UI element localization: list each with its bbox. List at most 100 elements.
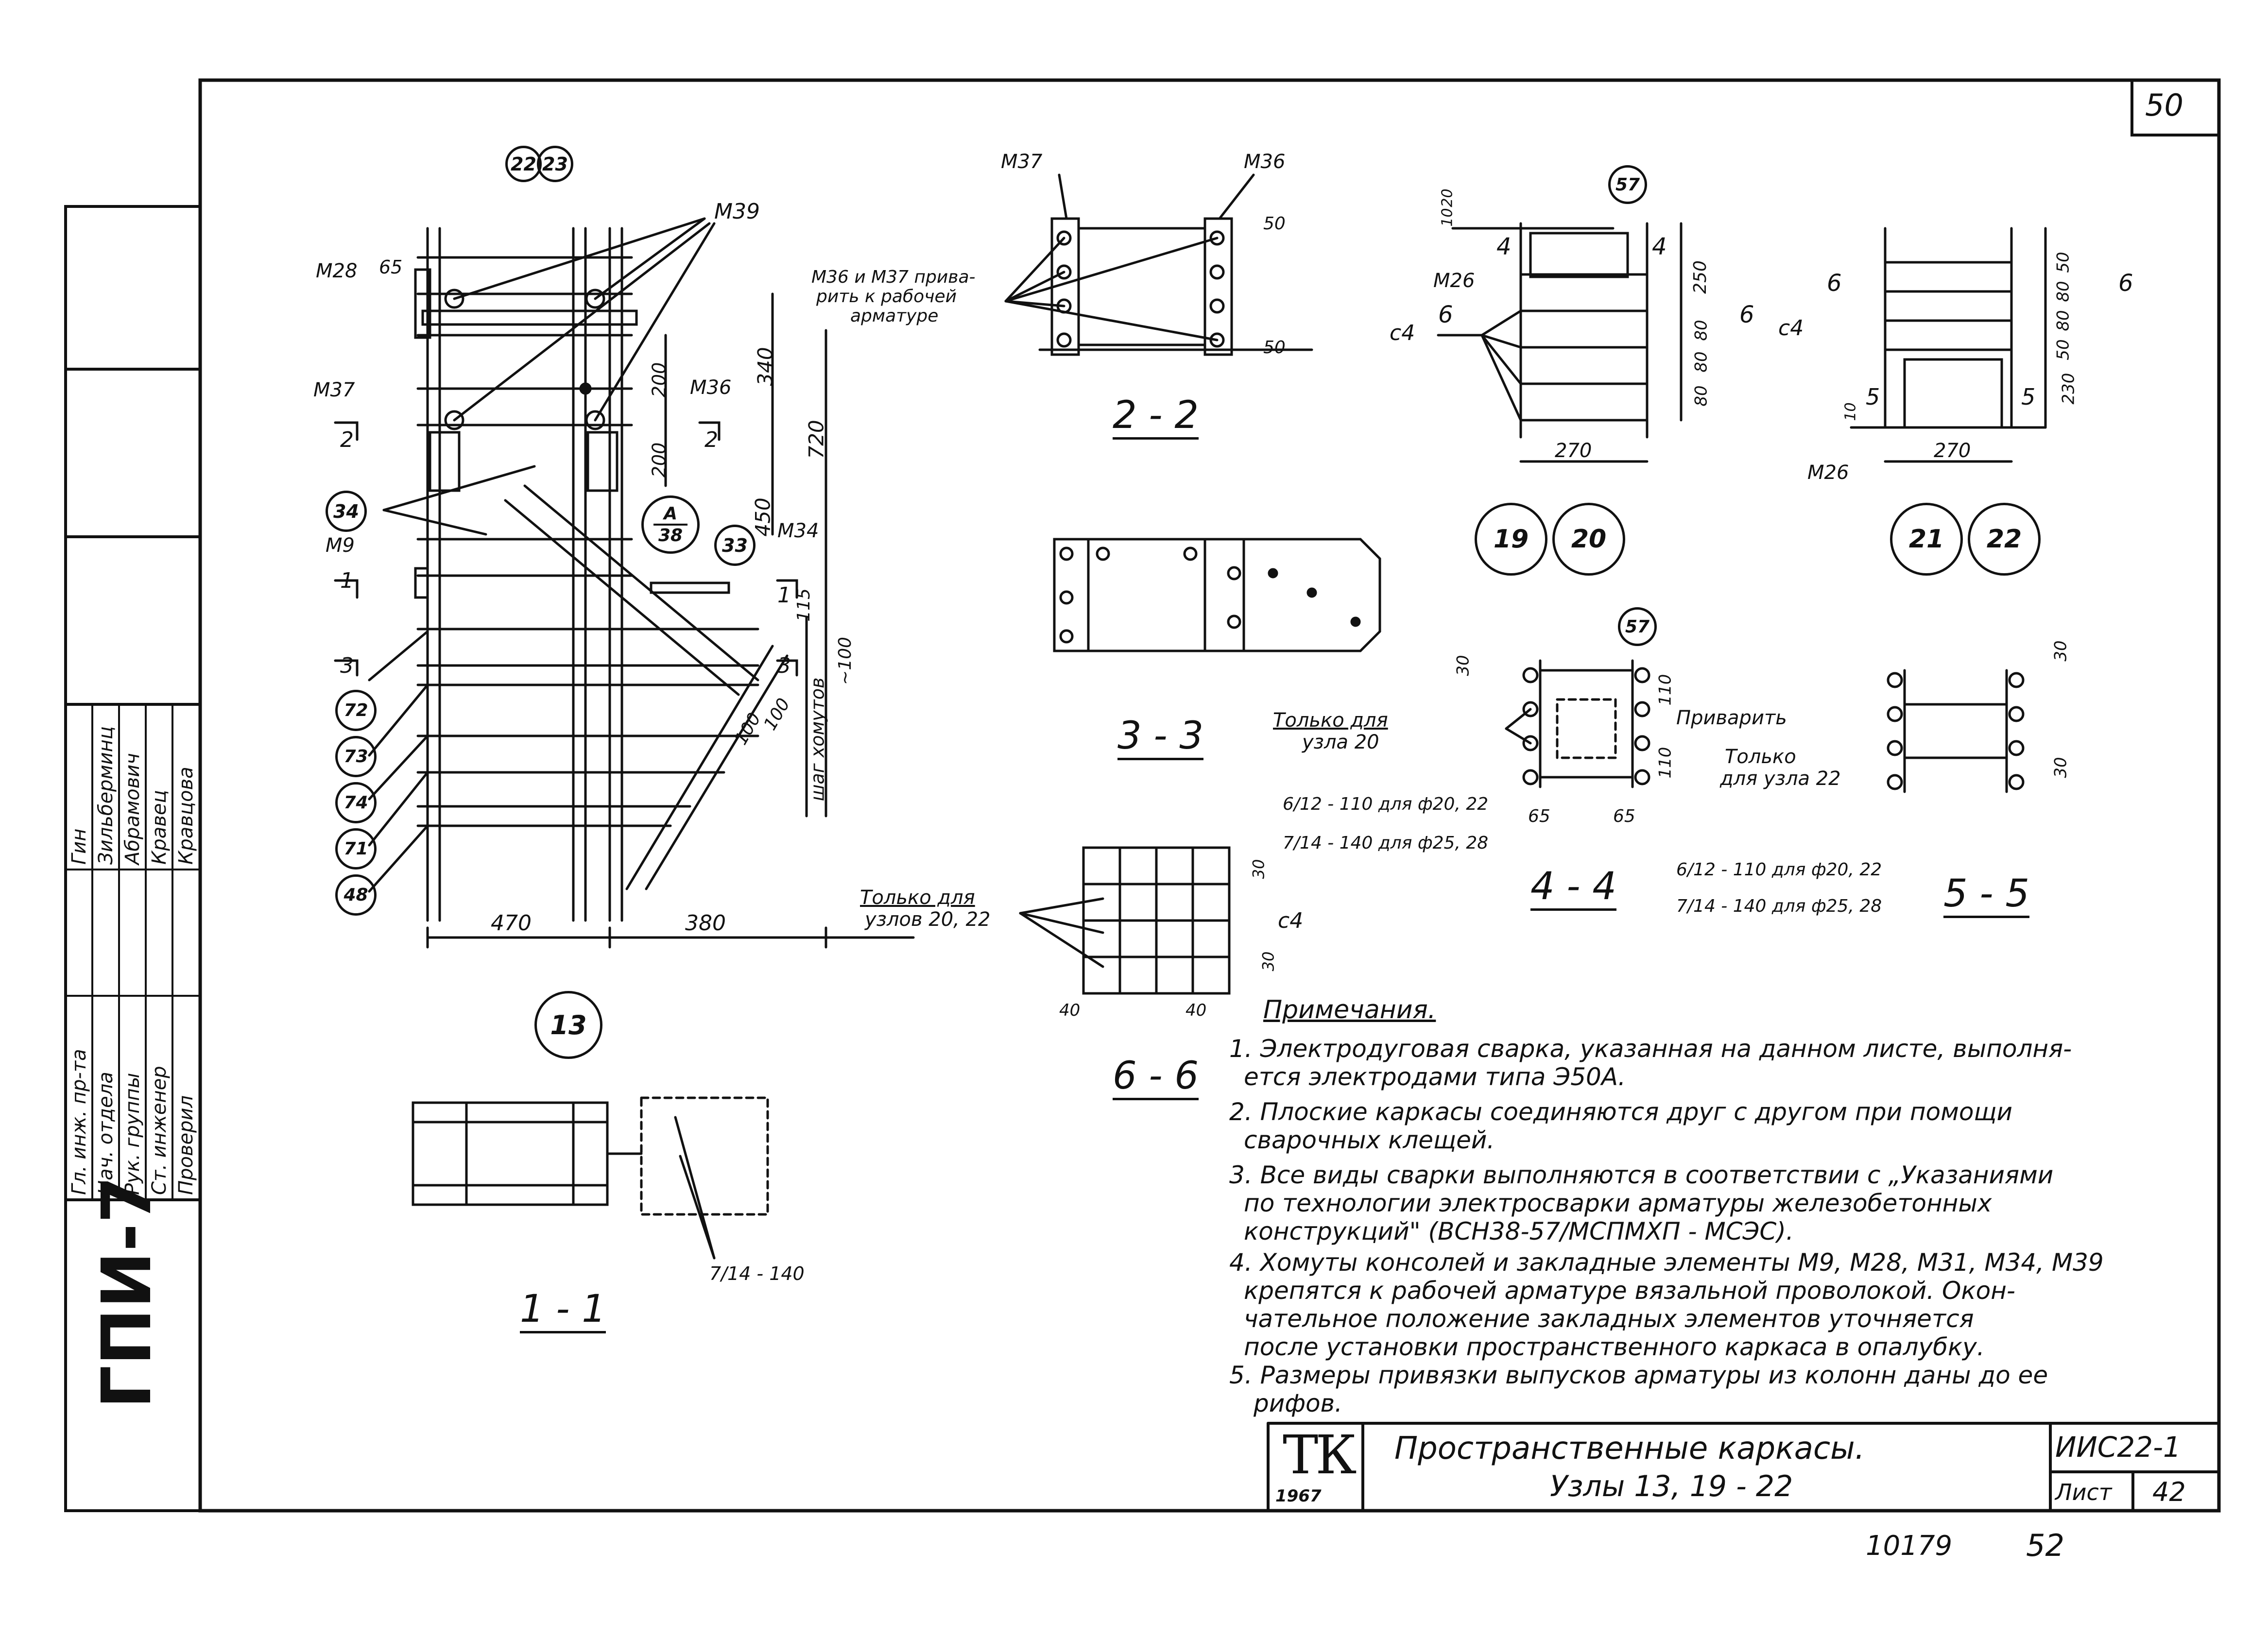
v44-rebar-2: 7/14 - 140 для ф25, 28 xyxy=(1283,833,1489,853)
n1920-dim-80c: 80 xyxy=(1691,385,1711,407)
title-block-frame xyxy=(1267,1422,2220,1512)
ref-bubble-bottom: 38 xyxy=(653,524,687,546)
view66-drawing xyxy=(1019,846,1231,995)
corner-box xyxy=(2131,79,2220,136)
ref-bubble-a38: А 38 xyxy=(641,495,700,554)
note-line-9: крепятся к рабочей арматуре вязальной пр… xyxy=(1244,1277,2015,1305)
v44-only20-2: узла 20 xyxy=(1302,731,1379,753)
node13-bubble-23: 23 xyxy=(537,146,573,182)
n2122-m26: М26 xyxy=(1807,461,1849,484)
node13-bubble-74: 74 xyxy=(335,782,377,823)
role-3: Рук. группы xyxy=(121,1073,144,1195)
drawing-code: ИИС22-1 xyxy=(2055,1431,2181,1464)
title-line-1: Пространственные каркасы. xyxy=(1394,1431,1865,1466)
n2122-dim-50b: 50 xyxy=(2053,339,2073,360)
mark-m28: М28 xyxy=(316,260,358,282)
role-1: Гл. инж. пр-та xyxy=(68,1049,90,1195)
section-6-6: 6 - 6 xyxy=(1113,1054,1199,1100)
n2122-dim-230: 230 xyxy=(2059,373,2079,405)
dim-380: 380 xyxy=(685,911,726,936)
v55-dim-30-top: 30 xyxy=(2051,640,2071,662)
v22-mark-m37: М37 xyxy=(1001,151,1043,173)
dim-720: 720 xyxy=(804,420,828,459)
cut-mark-3-right: 3 xyxy=(777,653,791,678)
n2122-dim-270: 270 xyxy=(1934,440,1971,462)
n2122-dim-80a: 80 xyxy=(2053,281,2073,302)
n2122-dim-50a: 50 xyxy=(2053,252,2073,273)
v66-dim-40a: 40 xyxy=(1059,1001,1081,1020)
v66-only-1: Только для xyxy=(860,887,975,909)
name-3: Кравец xyxy=(148,790,171,865)
view22-drawing xyxy=(1004,173,1313,356)
n1920-4-right: 4 xyxy=(1652,233,1667,260)
v44-only20-1: Только для xyxy=(1273,709,1388,732)
node13-bubble-48: 48 xyxy=(335,874,377,916)
n1920-m26: М26 xyxy=(1433,270,1475,292)
node20-bubble: 20 xyxy=(1552,503,1625,576)
sheet-number: 42 xyxy=(2152,1477,2186,1507)
v55-rebar-2: 7/14 - 140 для ф25, 28 xyxy=(1676,896,1882,916)
n2122-6-right: 6 xyxy=(2118,270,2133,297)
note-line-3: 2. Плоские каркасы соединяются друг с др… xyxy=(1229,1098,2013,1126)
v44-only22-1: Только xyxy=(1725,746,1796,768)
v22-dim-50-bottom: 50 xyxy=(1263,338,1286,358)
dim-340: 340 xyxy=(753,347,777,386)
note-line-11: после установки пространственного каркас… xyxy=(1244,1333,1985,1361)
note-line-6: по технологии электросварки арматуры жел… xyxy=(1244,1189,1992,1217)
note-line-7: конструкций" (ВСН38-57/МСПМХП - МСЭС). xyxy=(1244,1217,1794,1245)
mark-m37: М37 xyxy=(313,379,355,401)
step-value: ~100 xyxy=(835,637,855,685)
v44-dim-65b: 65 xyxy=(1613,806,1635,826)
mark-m36: М36 xyxy=(690,376,732,399)
node13-bubble-72: 72 xyxy=(335,690,377,731)
node13-bubble-33: 33 xyxy=(714,525,756,566)
view44-drawing xyxy=(1505,659,1650,788)
n1920-c4: с4 xyxy=(1390,321,1415,345)
v22-note-2: рить к рабочей xyxy=(816,287,957,307)
v55-dim-30-bottom: 30 xyxy=(2051,757,2071,778)
n2122-dim-80b: 80 xyxy=(2053,310,2073,331)
mark-m34: М34 xyxy=(777,520,819,542)
node13-bubble-22: 22 xyxy=(505,146,542,182)
node13-drawing xyxy=(334,217,915,949)
name-2: Абрамович xyxy=(121,753,144,865)
view11-drawing xyxy=(412,1096,769,1260)
dim-200-top: 200 xyxy=(648,362,670,398)
v44-dim-65a: 65 xyxy=(1528,806,1550,826)
section-2-2: 2 - 2 xyxy=(1113,393,1199,440)
n2122-dim-10: 10 xyxy=(1842,402,1859,421)
dim-470: 470 xyxy=(491,911,532,936)
dim-115: 115 xyxy=(793,588,814,622)
step-note: шаг хомутов xyxy=(807,677,828,801)
node1920-drawing xyxy=(1437,222,1683,463)
node13-bubble-71: 71 xyxy=(335,828,377,870)
note-line-2: ется электродами типа Э50А. xyxy=(1244,1063,1626,1091)
note-line-10: чательное положение закладных элементов … xyxy=(1244,1305,1974,1333)
mark-m39: М39 xyxy=(714,199,760,224)
view55-drawing xyxy=(1887,669,2025,793)
dim-65: 65 xyxy=(379,256,403,278)
note-line-12: 5. Размеры привязки выпусков арматуры из… xyxy=(1229,1361,2048,1389)
role-2: Нач. отдела xyxy=(95,1072,117,1195)
cut-mark-1-left: 1 xyxy=(340,568,354,593)
v44-bubble-57: 57 xyxy=(1618,607,1657,646)
note-line-5: 3. Все виды сварки выполняются в соответ… xyxy=(1229,1161,2054,1189)
sheet-label: Лист xyxy=(2055,1479,2112,1505)
v44-only22-2: для узла 22 xyxy=(1720,767,1841,790)
v66-only-2: узлов 20, 22 xyxy=(865,908,991,931)
cut-mark-2-left: 2 xyxy=(340,427,354,452)
dim-200-mid: 200 xyxy=(648,442,670,478)
note-line-4: сварочных клещей. xyxy=(1244,1126,1495,1154)
note-line-13: рифов. xyxy=(1254,1389,1342,1417)
section-3-3: 3 - 3 xyxy=(1117,714,1203,760)
v44-dim-30: 30 xyxy=(1453,655,1473,676)
v66-c4: с4 xyxy=(1278,908,1304,933)
title-line-2: Узлы 13, 19 - 22 xyxy=(1550,1469,1793,1503)
node2122-drawing xyxy=(1850,227,2047,463)
archive-number: 10179 xyxy=(1866,1530,1953,1562)
v44-weld: Приварить xyxy=(1676,707,1787,729)
node19-bubble: 19 xyxy=(1475,503,1547,576)
n2122-5-right: 5 xyxy=(2021,384,2036,410)
note-line-1: 1. Электродуговая сварка, указанная на д… xyxy=(1229,1035,2072,1063)
